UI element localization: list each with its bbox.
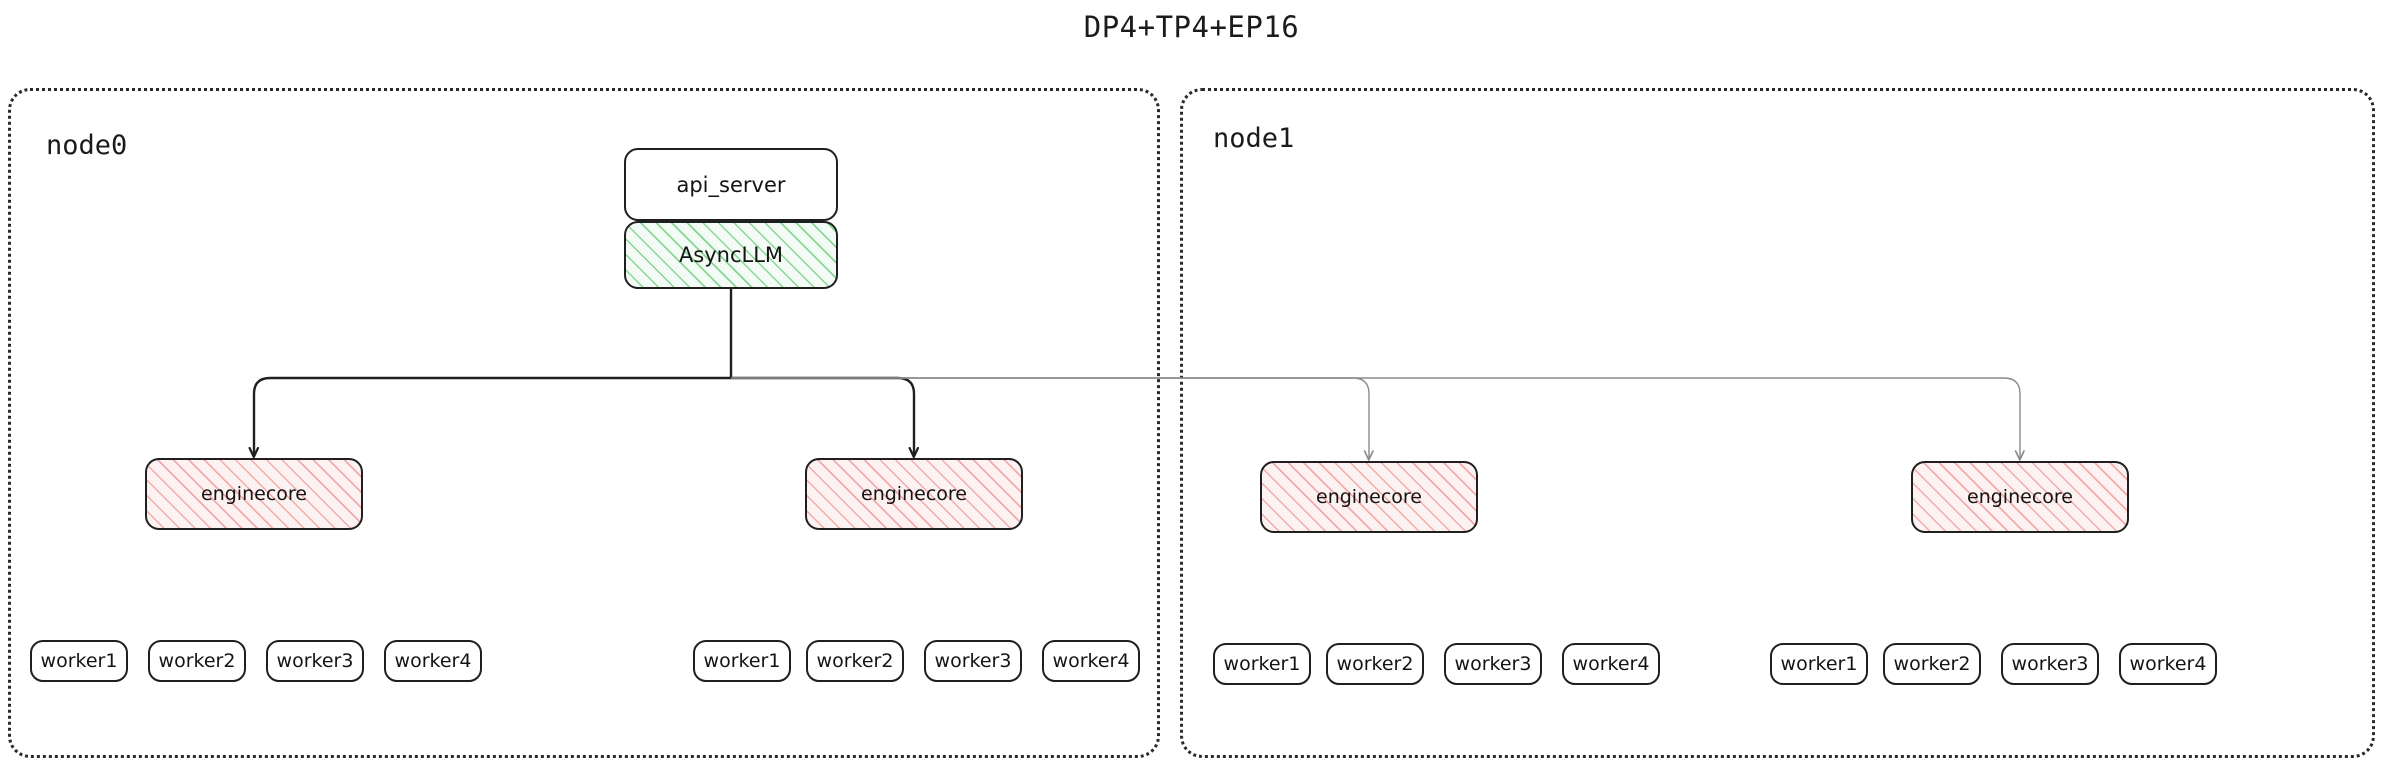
worker-box-2-0[interactable]: worker1 — [1213, 643, 1311, 685]
enginecore-box-0[interactable]: enginecore — [145, 458, 363, 530]
worker-box-0-3-label: worker4 — [394, 650, 472, 672]
worker-box-3-2[interactable]: worker3 — [2001, 643, 2099, 685]
enginecore-box-2[interactable]: enginecore — [1260, 461, 1478, 533]
worker-box-0-1-label: worker2 — [158, 650, 236, 672]
worker-box-1-1[interactable]: worker2 — [806, 640, 904, 682]
async-llm-box[interactable]: AsyncLLM — [624, 221, 838, 289]
worker-box-1-3-label: worker4 — [1052, 650, 1130, 672]
worker-box-1-1-label: worker2 — [816, 650, 894, 672]
worker-box-0-3[interactable]: worker4 — [384, 640, 482, 682]
worker-box-0-1[interactable]: worker2 — [148, 640, 246, 682]
worker-box-1-2[interactable]: worker3 — [924, 640, 1022, 682]
worker-box-0-2-label: worker3 — [276, 650, 354, 672]
worker-box-3-0-label: worker1 — [1780, 653, 1858, 675]
node-label-node0: node0 — [46, 130, 128, 161]
worker-box-3-1[interactable]: worker2 — [1883, 643, 1981, 685]
enginecore-box-0-label: enginecore — [201, 483, 307, 505]
async-llm-box-label: AsyncLLM — [678, 243, 784, 267]
worker-box-3-1-label: worker2 — [1893, 653, 1971, 675]
worker-box-2-1[interactable]: worker2 — [1326, 643, 1424, 685]
api-server-box-label: api_server — [676, 172, 786, 197]
worker-box-2-1-label: worker2 — [1336, 653, 1414, 675]
worker-box-2-2[interactable]: worker3 — [1444, 643, 1542, 685]
worker-box-2-3[interactable]: worker4 — [1562, 643, 1660, 685]
worker-box-3-3-label: worker4 — [2129, 653, 2207, 675]
worker-box-0-0-label: worker1 — [40, 650, 118, 672]
worker-box-0-2[interactable]: worker3 — [266, 640, 364, 682]
enginecore-box-3[interactable]: enginecore — [1911, 461, 2129, 533]
worker-box-3-2-label: worker3 — [2011, 653, 2089, 675]
worker-box-3-3[interactable]: worker4 — [2119, 643, 2217, 685]
worker-box-1-3[interactable]: worker4 — [1042, 640, 1140, 682]
worker-box-1-2-label: worker3 — [934, 650, 1012, 672]
worker-box-1-0-label: worker1 — [703, 650, 781, 672]
node-label-node1: node1 — [1213, 123, 1295, 154]
api-server-box[interactable]: api_server — [624, 148, 838, 221]
worker-box-2-2-label: worker3 — [1454, 653, 1532, 675]
worker-box-0-0[interactable]: worker1 — [30, 640, 128, 682]
worker-box-2-3-label: worker4 — [1572, 653, 1650, 675]
worker-box-3-0[interactable]: worker1 — [1770, 643, 1868, 685]
worker-box-2-0-label: worker1 — [1223, 653, 1301, 675]
enginecore-box-2-label: enginecore — [1316, 486, 1422, 508]
page-title: DP4+TP4+EP16 — [1083, 10, 1300, 44]
worker-box-1-0[interactable]: worker1 — [693, 640, 791, 682]
enginecore-box-3-label: enginecore — [1967, 486, 2073, 508]
enginecore-box-1[interactable]: enginecore — [805, 458, 1023, 530]
enginecore-box-1-label: enginecore — [861, 483, 967, 505]
